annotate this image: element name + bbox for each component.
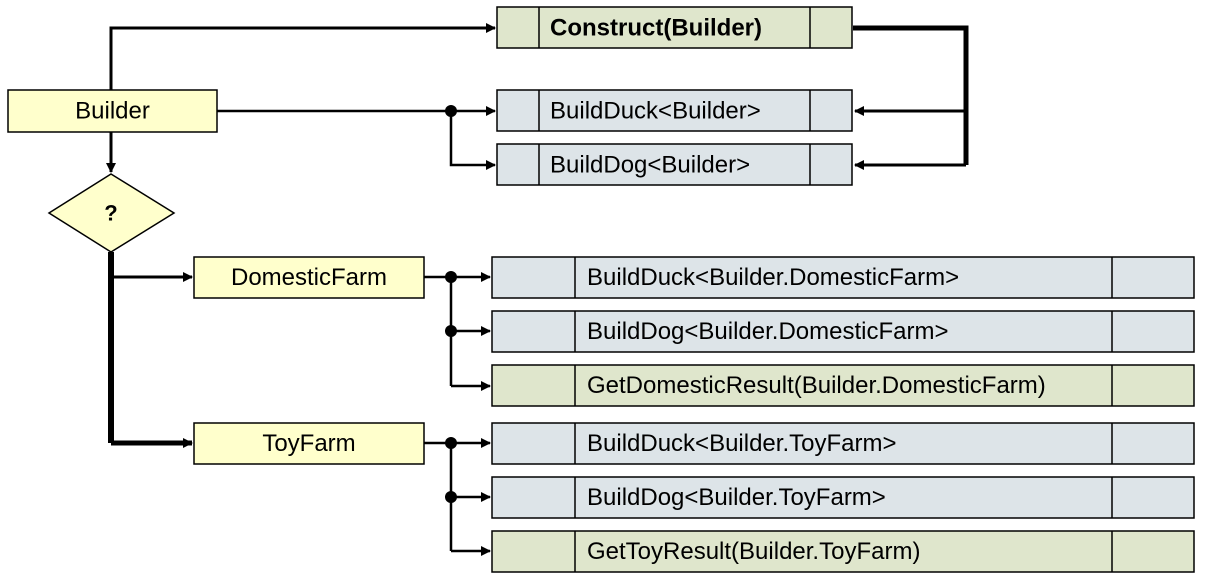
method-domestic-build-duck: BuildDuck<Builder.DomesticFarm> bbox=[491, 256, 1195, 299]
method-box bbox=[491, 422, 1195, 465]
method-label-build-dog: BuildDog<Builder> bbox=[550, 152, 750, 179]
method-toy-build-duck: BuildDuck<Builder.ToyFarm> bbox=[491, 422, 1195, 465]
method-label: BuildDog<Builder.DomesticFarm> bbox=[587, 318, 949, 345]
method-box bbox=[491, 476, 1195, 519]
method-label: GetDomesticResult(Builder.DomesticFarm) bbox=[587, 372, 1046, 399]
line-construct-out bbox=[853, 25, 969, 165]
node-domestic-farm: DomesticFarm bbox=[193, 256, 425, 299]
decision-node: ? bbox=[47, 173, 176, 253]
method-box bbox=[491, 256, 1195, 299]
method-domestic-get-result: GetDomesticResult(Builder.DomesticFarm) bbox=[491, 364, 1195, 407]
method-label: BuildDuck<Builder.ToyFarm> bbox=[587, 430, 896, 457]
node-label-builder: Builder bbox=[75, 98, 150, 125]
method-construct: Construct(Builder) bbox=[496, 6, 853, 49]
method-label-construct: Construct(Builder) bbox=[550, 15, 762, 42]
decision-label: ? bbox=[104, 201, 117, 226]
arrow-builder-to-construct bbox=[109, 23, 496, 90]
method-label: BuildDuck<Builder.DomesticFarm> bbox=[587, 264, 959, 291]
connectors bbox=[106, 23, 969, 556]
node-label-toy-farm: ToyFarm bbox=[262, 430, 355, 457]
method-label-build-duck: BuildDuck<Builder> bbox=[550, 98, 761, 125]
method-box bbox=[491, 310, 1195, 353]
method-toy-build-dog: BuildDog<Builder.ToyFarm> bbox=[491, 476, 1195, 519]
node-box bbox=[7, 89, 218, 133]
node-toy-farm: ToyFarm bbox=[193, 422, 425, 465]
node-builder: Builder bbox=[7, 89, 218, 133]
arrow-builder-to-builddog bbox=[449, 111, 496, 170]
node-label-domestic-farm: DomesticFarm bbox=[231, 264, 387, 291]
method-box bbox=[496, 143, 853, 186]
method-build-dog: BuildDog<Builder> bbox=[496, 143, 853, 186]
method-build-duck: BuildDuck<Builder> bbox=[496, 89, 853, 132]
method-toy-get-result: GetToyResult(Builder.ToyFarm) bbox=[491, 530, 1195, 573]
node-box bbox=[193, 422, 425, 465]
method-box bbox=[491, 530, 1195, 573]
node-box bbox=[193, 256, 425, 299]
method-label: BuildDog<Builder.ToyFarm> bbox=[587, 484, 886, 511]
method-box bbox=[491, 364, 1195, 407]
method-domestic-build-dog: BuildDog<Builder.DomesticFarm> bbox=[491, 310, 1195, 353]
method-box bbox=[496, 6, 853, 49]
decision-diamond bbox=[47, 173, 176, 253]
method-label: GetToyResult(Builder.ToyFarm) bbox=[587, 538, 920, 565]
method-box bbox=[496, 89, 853, 132]
